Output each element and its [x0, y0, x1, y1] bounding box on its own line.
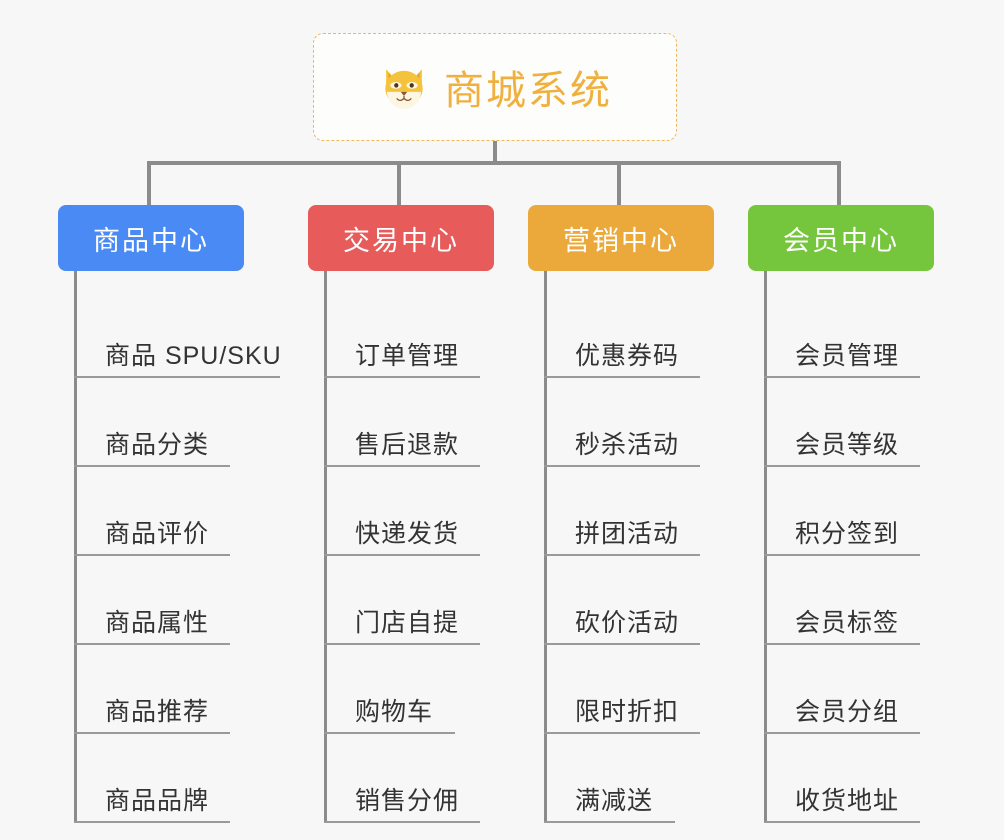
leaf-item-underline — [764, 643, 920, 645]
leaf-item-underline — [324, 732, 455, 734]
category-column-2: 交易中心订单管理售后退款快递发货门店自提购物车销售分佣 — [308, 205, 494, 823]
leaf-item-underline — [764, 732, 920, 734]
leaf-item-underline — [74, 376, 280, 378]
category-column-1: 商品中心商品 SPU/SKU 商品分类商品评价商品属性商品推荐商品品牌 — [58, 205, 281, 823]
leaf-item[interactable]: 售后退款 — [324, 378, 494, 467]
leaf-item-label: 商品推荐 — [105, 698, 210, 726]
leaf-item[interactable]: 积分签到 — [764, 467, 934, 556]
leaf-item-underline — [74, 465, 230, 467]
leaf-item[interactable]: 商品属性 — [74, 556, 244, 645]
leaf-item-underline — [74, 554, 230, 556]
connector-drop-3 — [617, 161, 621, 205]
shiba-inu-icon — [378, 61, 430, 113]
leaf-item-underline — [764, 821, 920, 823]
connector-drop-2 — [397, 161, 401, 205]
leaf-item-label: 秒杀活动 — [575, 431, 680, 459]
leaf-item-underline — [544, 554, 700, 556]
leaf-item-underline — [544, 821, 675, 823]
leaf-item-label: 会员分组 — [795, 698, 900, 726]
leaf-item[interactable]: 优惠券码 — [544, 289, 714, 378]
leaf-item-label: 积分签到 — [795, 520, 900, 548]
leaf-item-underline — [544, 465, 700, 467]
leaf-item-label: 商品评价 — [105, 520, 210, 548]
leaf-item-underline — [74, 732, 230, 734]
leaf-item-label: 门店自提 — [355, 609, 460, 637]
category-header-3[interactable]: 营销中心 — [528, 205, 714, 271]
category-header-2[interactable]: 交易中心 — [308, 205, 494, 271]
leaf-item-underline — [74, 821, 230, 823]
leaf-item[interactable]: 商品推荐 — [74, 645, 244, 734]
category-header-1[interactable]: 商品中心 — [58, 205, 244, 271]
leaf-item-label: 购物车 — [355, 698, 434, 726]
leaf-item-label: 商品属性 — [105, 609, 210, 637]
leaf-item-underline — [544, 376, 700, 378]
leaf-item-label: 销售分佣 — [355, 787, 460, 815]
leaf-list-2: 订单管理售后退款快递发货门店自提购物车销售分佣 — [324, 271, 494, 823]
leaf-item[interactable]: 商品品牌 — [74, 734, 244, 823]
leaf-item[interactable]: 快递发货 — [324, 467, 494, 556]
leaf-item-label: 售后退款 — [355, 431, 460, 459]
category-column-4: 会员中心会员管理会员等级积分签到会员标签会员分组收货地址 — [748, 205, 934, 823]
leaf-item-label: 砍价活动 — [575, 609, 680, 637]
leaf-item-underline — [544, 643, 700, 645]
leaf-item[interactable]: 会员分组 — [764, 645, 934, 734]
category-header-label: 交易中心 — [343, 225, 459, 256]
category-header-label: 商品中心 — [93, 225, 209, 256]
leaf-item[interactable]: 商品分类 — [74, 378, 244, 467]
leaf-item-underline — [324, 465, 480, 467]
leaf-item-label: 商品品牌 — [105, 787, 210, 815]
leaf-item-underline — [544, 732, 700, 734]
leaf-item[interactable]: 购物车 — [324, 645, 494, 734]
connector-drop-4 — [837, 161, 841, 205]
leaf-item[interactable]: 商品评价 — [74, 467, 244, 556]
category-header-label: 营销中心 — [563, 225, 679, 256]
connector-root-stem — [493, 141, 497, 164]
leaf-item-label: 会员等级 — [795, 431, 900, 459]
leaf-list-4: 会员管理会员等级积分签到会员标签会员分组收货地址 — [764, 271, 934, 823]
leaf-item[interactable]: 商品 SPU/SKU — [74, 289, 281, 378]
category-header-4[interactable]: 会员中心 — [748, 205, 934, 271]
leaf-item[interactable]: 满减送 — [544, 734, 714, 823]
leaf-item-label: 会员标签 — [795, 609, 900, 637]
leaf-item-label: 拼团活动 — [575, 520, 680, 548]
leaf-item-underline — [324, 643, 480, 645]
leaf-item[interactable]: 会员标签 — [764, 556, 934, 645]
leaf-list-3: 优惠券码秒杀活动拼团活动砍价活动限时折扣满减送 — [544, 271, 714, 823]
leaf-item[interactable]: 限时折扣 — [544, 645, 714, 734]
leaf-item-label: 优惠券码 — [575, 342, 680, 370]
leaf-item[interactable]: 收货地址 — [764, 734, 934, 823]
leaf-item-underline — [764, 465, 920, 467]
leaf-item-label: 会员管理 — [795, 342, 900, 370]
root-node[interactable]: 商城系统 — [313, 33, 677, 141]
category-column-3: 营销中心优惠券码秒杀活动拼团活动砍价活动限时折扣满减送 — [528, 205, 714, 823]
leaf-item-label: 商品分类 — [105, 431, 210, 459]
leaf-item[interactable]: 砍价活动 — [544, 556, 714, 645]
leaf-item-label: 快递发货 — [355, 520, 460, 548]
leaf-item-underline — [764, 554, 920, 556]
leaf-item-underline — [74, 643, 230, 645]
leaf-item-label: 限时折扣 — [575, 698, 680, 726]
leaf-item[interactable]: 订单管理 — [324, 289, 494, 378]
leaf-item-label: 收货地址 — [795, 787, 900, 815]
leaf-item-label: 订单管理 — [355, 342, 460, 370]
leaf-item[interactable]: 拼团活动 — [544, 467, 714, 556]
leaf-item-label: 满减送 — [575, 787, 654, 815]
leaf-item[interactable]: 销售分佣 — [324, 734, 494, 823]
leaf-item-underline — [324, 376, 480, 378]
leaf-list-1: 商品 SPU/SKU 商品分类商品评价商品属性商品推荐商品品牌 — [74, 271, 281, 823]
leaf-item-underline — [324, 554, 480, 556]
connector-drop-1 — [147, 161, 151, 205]
leaf-item-underline — [324, 821, 480, 823]
leaf-item-underline — [764, 376, 920, 378]
category-header-label: 会员中心 — [783, 225, 899, 256]
leaf-item[interactable]: 会员管理 — [764, 289, 934, 378]
leaf-item[interactable]: 会员等级 — [764, 378, 934, 467]
root-title: 商城系统 — [444, 69, 612, 113]
leaf-item[interactable]: 门店自提 — [324, 556, 494, 645]
leaf-item-label: 商品 SPU/SKU — [105, 342, 282, 370]
connector-horizontal-bus — [149, 161, 839, 165]
leaf-item[interactable]: 秒杀活动 — [544, 378, 714, 467]
